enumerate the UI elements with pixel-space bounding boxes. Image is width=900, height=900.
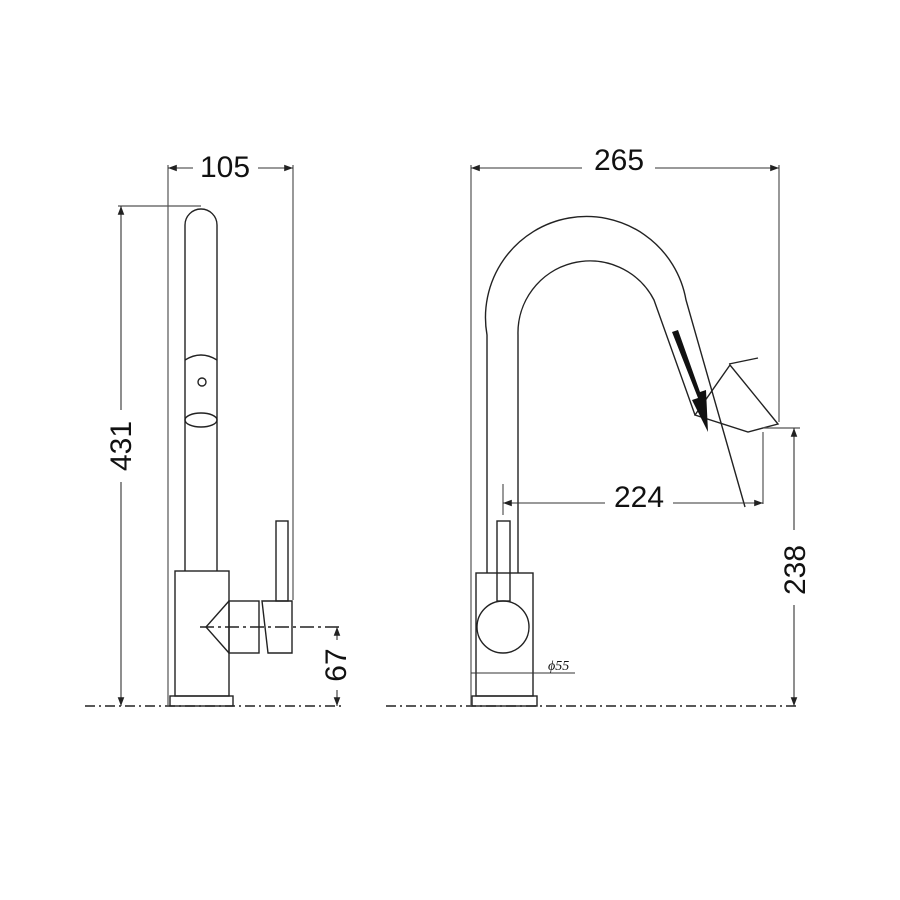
sprayer-band-top bbox=[184, 354, 218, 361]
dim-side-width: 105 bbox=[200, 151, 250, 184]
handle-knob-front bbox=[476, 600, 530, 654]
handle-knob bbox=[261, 600, 293, 654]
dim-front-spout-height: 238 bbox=[779, 545, 812, 595]
front-view: 265 224 238 ϕ55 bbox=[386, 144, 812, 707]
spout-tube bbox=[184, 208, 218, 571]
body-block-front bbox=[475, 572, 534, 697]
sprayer-head bbox=[693, 363, 780, 433]
base-plate bbox=[169, 695, 234, 707]
pull-down-arrow-icon bbox=[672, 330, 708, 432]
sprayer-band-bottom bbox=[184, 412, 218, 428]
handle-lever-front bbox=[496, 520, 511, 602]
sprayer-joint bbox=[728, 357, 759, 365]
handle-lever bbox=[275, 520, 289, 602]
spout-outer bbox=[484, 215, 746, 573]
body-block bbox=[174, 570, 230, 697]
spout-inner bbox=[517, 260, 696, 573]
dim-front-reach: 224 bbox=[614, 481, 664, 514]
side-view: 105 431 67 bbox=[85, 151, 353, 707]
dim-side-handle: 67 bbox=[320, 648, 353, 681]
dim-side-height: 431 bbox=[105, 421, 138, 471]
dim-front-width: 265 bbox=[594, 144, 644, 177]
base-plate-front bbox=[471, 695, 538, 707]
dim-front-diameter: ϕ55 bbox=[548, 659, 569, 674]
sprayer-button bbox=[197, 377, 207, 387]
